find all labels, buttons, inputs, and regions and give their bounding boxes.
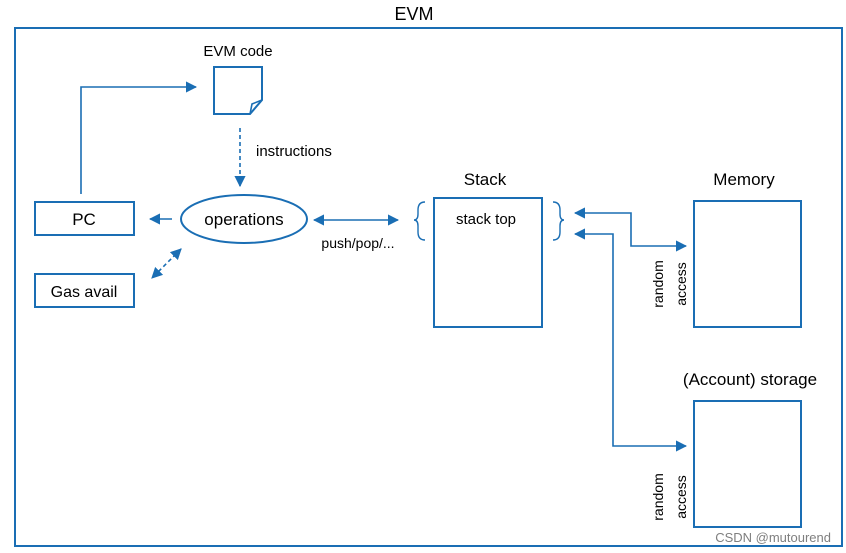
evm-code-label: EVM code — [203, 43, 272, 60]
evm-title: EVM — [394, 4, 433, 24]
memory-label: Memory — [713, 170, 775, 189]
watermark: CSDN @mutourend — [715, 530, 831, 545]
push-pop-label: push/pop/... — [321, 235, 394, 251]
stack-right-brace — [552, 201, 565, 241]
pc-label: PC — [72, 210, 96, 229]
evm-code-document-icon — [213, 66, 263, 115]
instructions-label: instructions — [256, 143, 332, 160]
stack-label: Stack — [464, 170, 507, 189]
memory-access-label-access: access — [673, 262, 689, 306]
operations-ellipse — [180, 194, 308, 244]
stack-box — [433, 197, 543, 328]
storage-access-label-access: access — [673, 475, 689, 519]
storage-access-label-random: random — [650, 473, 666, 520]
account-storage-label: (Account) storage — [683, 370, 817, 389]
pc-to-code-arrow — [80, 81, 198, 194]
evm-frame — [14, 27, 843, 547]
pc-box — [34, 201, 135, 236]
stack-memory-arrow — [573, 207, 688, 252]
stack-storage-arrow — [573, 228, 688, 452]
stack-left-brace — [413, 201, 426, 241]
operations-gas-arrow — [151, 248, 182, 279]
memory-access-label-random: random — [650, 260, 666, 307]
account-storage-box — [693, 400, 802, 528]
memory-box — [693, 200, 802, 328]
gas-avail-box — [34, 273, 135, 308]
operations-label: operations — [204, 210, 283, 229]
stack-top-label: stack top — [456, 211, 516, 228]
gas-avail-label: Gas avail — [51, 284, 118, 301]
